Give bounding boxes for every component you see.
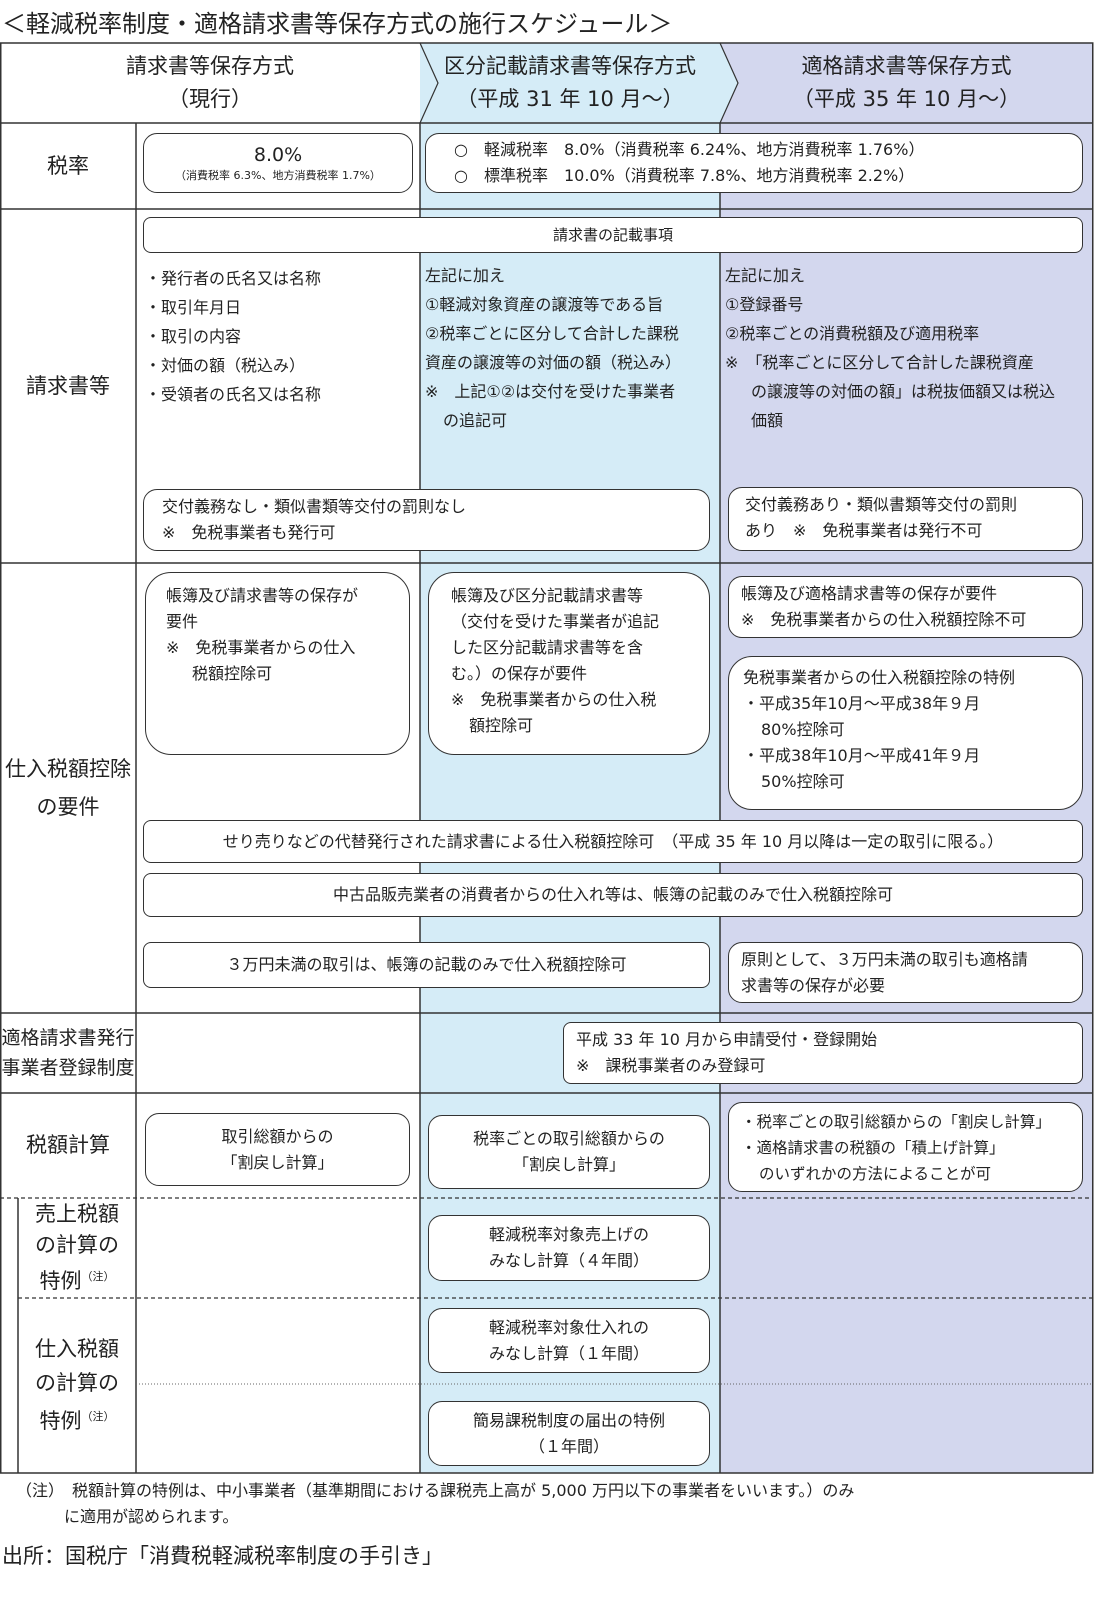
row-label-registration: 適格請求書発行事業者登録制度	[1, 1027, 135, 1079]
sales-special-box: 軽減税率対象売上げのみなし計算（４年間）	[428, 1215, 710, 1281]
calc-kubun: 税率ごとの取引総額からの「割戻し計算」	[428, 1115, 710, 1189]
row-label-calc: 税額計算	[26, 1133, 110, 1157]
rate-new-box: ○ 軽減税率 8.0%（消費税率 6.24%、地方消費税率 1.76%）○ 標準…	[425, 133, 1083, 193]
calc-tekikaku: ・税率ごとの取引総額からの「割戻し計算」・適格請求書の税額の「積上げ計算」のいず…	[728, 1102, 1083, 1192]
registration-box: 平成 33 年 10 月から申請受付・登録開始※ 課税事業者のみ登録可	[563, 1022, 1083, 1084]
header-tekikaku: 適格請求書等保存方式（平成 35 年 10 月～）	[792, 54, 1021, 111]
row-label-rate: 税率	[47, 154, 89, 178]
used-goods-box: 中古品販売業者の消費者からの仕入れ等は、帳簿の記載のみで仕入税額控除可	[143, 873, 1083, 917]
input-req-current: 帳簿及び請求書等の保存が要件※ 免税事業者からの仕入税額控除可	[145, 572, 410, 755]
auction-invoice-box: せり売りなどの代替発行された請求書による仕入税額控除可 （平成 35 年 10 …	[143, 820, 1083, 863]
input-special-box: 軽減税率対象仕入れのみなし計算（１年間）	[428, 1308, 710, 1373]
simple-tax-special-box: 簡易課税制度の届出の特例（１年間）	[428, 1401, 710, 1466]
input-req-tekikaku: 帳簿及び適格請求書等の保存が要件※ 免税事業者からの仕入税額控除不可	[728, 576, 1083, 638]
issue-obligation-current: 交付義務なし・類似書類等交付の罰則なし※ 免税事業者も発行可	[143, 489, 710, 551]
invoice-items-current: ・発行者の氏名又は名称・取引年月日・取引の内容・対価の額（税込み）・受領者の氏名…	[145, 269, 322, 404]
invoice-items-header: 請求書の記載事項	[143, 217, 1083, 253]
row-label-input-special: 仕入税額の計算の特例（注）	[35, 1337, 119, 1433]
row-label-input: 仕入税額控除の要件	[5, 757, 131, 819]
header-kubun: 区分記載請求書等保存方式（平成 31 年 10 月～）	[444, 54, 696, 111]
page-title: ＜軽減税率制度・適格請求書等保存方式の施行スケジュール＞	[2, 10, 673, 38]
rate-current-box: 8.0%（消費税率 6.3%、地方消費税率 1.7%）	[143, 133, 413, 193]
input-req-kubun: 帳簿及び区分記載請求書等（交付を受けた事業者が追記した区分記載請求書等を含む。）…	[428, 572, 710, 755]
under-30000-current: ３万円未満の取引は、帳簿の記載のみで仕入税額控除可	[143, 942, 710, 988]
under-30000-tekikaku: 原則として、３万円未満の取引も適格請求書等の保存が必要	[728, 942, 1083, 1003]
header-current: 請求書等保存方式（現行）	[126, 54, 294, 111]
footnote: （注） 税額計算の特例は、中小事業者（基準期間における課税売上高が 5,000 …	[16, 1481, 855, 1526]
issue-obligation-tekikaku: 交付義務あり・類似書類等交付の罰則あり ※ 免税事業者は発行不可	[728, 487, 1083, 551]
row-label-invoice: 請求書等	[26, 374, 110, 398]
row-label-sales-special: 売上税額の計算の特例（注）	[35, 1202, 119, 1293]
calc-current: 取引総額からの「割戻し計算」	[145, 1113, 410, 1186]
source-citation: 出所：国税庁「消費税軽減税率制度の手引き」	[2, 1544, 443, 1568]
